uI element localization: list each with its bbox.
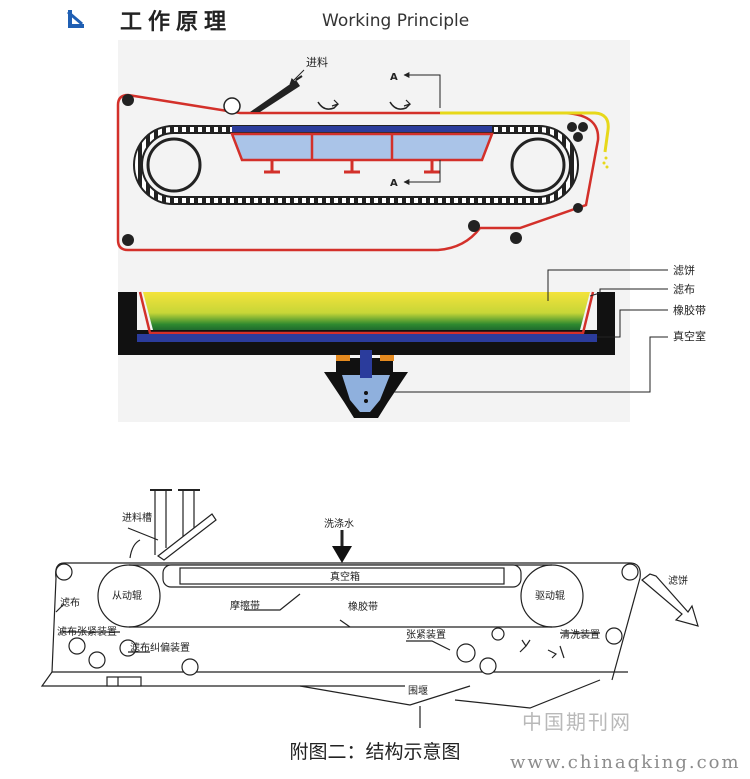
label-filter-cake: 滤饼 — [668, 574, 688, 587]
label-tensioner: 张紧装置 — [406, 628, 446, 641]
label-cloth-aligner: 滤布纠偏装置 — [130, 641, 190, 654]
legend-vacuum-chamber: 真空室 — [673, 329, 706, 343]
cloth-aligner-box — [106, 676, 142, 687]
vacuum-box-top — [230, 132, 494, 162]
roller-right-lower — [573, 203, 583, 213]
legend-filter-cloth: 滤布 — [673, 283, 695, 296]
driven-roller-top — [146, 137, 202, 193]
roller-bottom-left — [122, 234, 134, 246]
label-rubber-belt: 橡胶带 — [348, 600, 378, 613]
label-friction-belt: 摩擦带 — [230, 599, 260, 612]
roller-top-left — [122, 94, 134, 106]
roller-right-top — [621, 563, 639, 581]
title-en: Working Principle — [322, 11, 469, 31]
drive-roller-top — [510, 137, 566, 193]
bottom-diagram — [40, 489, 699, 728]
label-vacuum-box: 真空箱 — [330, 570, 360, 583]
wash-water-arrow-icon — [332, 546, 352, 563]
wash-nozzle-icon-2 — [389, 101, 411, 110]
label-wash-water: 洗涤水 — [324, 517, 354, 530]
label-enclosure: 围堰 — [408, 685, 428, 697]
top-diagram: 进料 A A 滤饼 滤布 — [116, 40, 706, 422]
wash-nozzle-icon — [317, 101, 339, 110]
roller-lower-1 — [68, 637, 86, 655]
title-cn: 工作原理 — [120, 10, 232, 35]
label-wash-device: 清洗装置 — [560, 628, 600, 641]
roller-tension — [456, 643, 476, 663]
filter-cake-layer — [143, 292, 590, 330]
watermark-url: www.chinaqking.com — [510, 752, 741, 773]
roller-lower-7 — [605, 627, 623, 645]
feed-roller — [223, 97, 241, 115]
section-marker-top: A — [390, 72, 398, 83]
feed-chute-icon — [250, 80, 300, 112]
figure-caption: 附图二：结构示意图 — [289, 741, 461, 763]
header: 工作原理 Working Principle — [67, 10, 469, 35]
label-feed-chute: 进料槽 — [122, 511, 152, 524]
roller-lower-6 — [479, 657, 497, 675]
legend-rubber-belt: 橡胶带 — [673, 303, 706, 317]
roller-lower-5 — [491, 627, 505, 641]
bottom-labels: 进料槽 洗涤水 真空箱 从动辊 驱动辊 滤饼 滤布 摩擦带 橡胶带 滤布张紧装置… — [57, 511, 688, 697]
feed-label: 进料 — [306, 55, 328, 69]
roller-bottom-right — [468, 220, 480, 232]
cake-discharge-arrow-icon — [641, 573, 699, 627]
roller-top-right-3 — [573, 132, 583, 142]
roller-lower-2 — [88, 651, 106, 669]
label-cloth-tensioner: 滤布张紧装置 — [57, 625, 117, 638]
feed-chute — [154, 490, 195, 555]
label-drive-roller: 驱动辊 — [535, 589, 565, 602]
roller-top-right-1 — [567, 122, 577, 132]
roller-left-top — [55, 563, 73, 581]
roller-lower-4 — [181, 658, 199, 676]
roller-bottom-right-2 — [510, 232, 522, 244]
label-filter-cloth: 滤布 — [60, 596, 80, 609]
watermark-cn: 中国期刊网 — [522, 710, 632, 734]
roller-top-right-2 — [578, 122, 588, 132]
section-marker-bottom: A — [390, 178, 398, 189]
label-driven-roller: 从动辊 — [112, 589, 142, 602]
cross-section — [118, 291, 615, 418]
rubber-belt-layer — [137, 334, 597, 342]
filter-cloth-path — [116, 93, 600, 252]
legend-filter-cake: 滤饼 — [673, 263, 695, 277]
